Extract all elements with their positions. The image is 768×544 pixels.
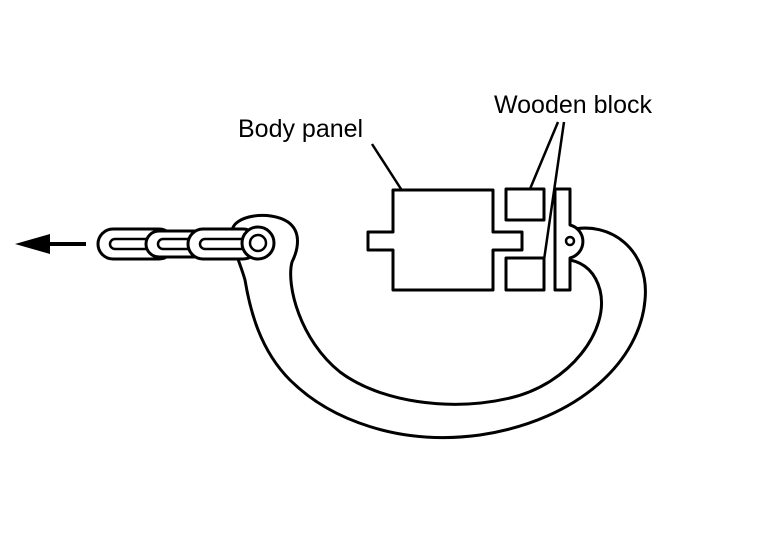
body-panel bbox=[366, 188, 524, 292]
label-body-panel: Body panel bbox=[238, 115, 363, 143]
label-wooden-block: Wooden block bbox=[494, 91, 652, 119]
leader-wooden-block-bottom bbox=[542, 121, 566, 261]
chain bbox=[96, 225, 276, 261]
leader-wooden-block-top bbox=[528, 121, 560, 190]
wooden-block-bottom bbox=[504, 256, 546, 292]
wooden-block-top bbox=[504, 187, 546, 222]
pull-direction-arrow bbox=[15, 234, 86, 254]
hook bbox=[230, 213, 647, 439]
leader-body-panel bbox=[370, 143, 403, 190]
clamp-plate bbox=[553, 187, 585, 292]
